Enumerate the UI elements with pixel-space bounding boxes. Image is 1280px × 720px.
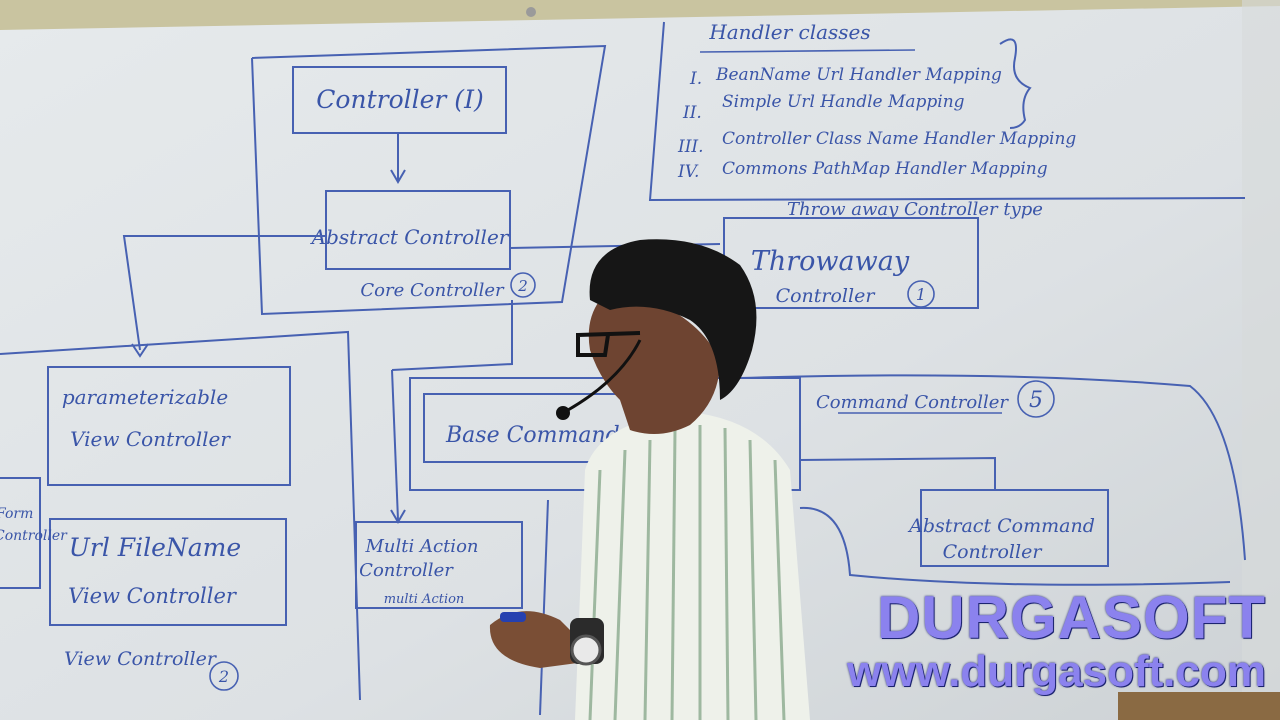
watermark-brand: DURGASOFT	[877, 584, 1266, 651]
board-screw	[526, 7, 536, 17]
abstract-controller-label: Abstract Controller	[310, 225, 510, 249]
abs-command-line-1: Abstract Command	[907, 515, 1095, 537]
arrow-to-multi	[391, 369, 399, 521]
form-controller-line-1: Form	[0, 506, 33, 522]
link-to-abs-command	[799, 456, 996, 490]
handler-num-4: IV.	[677, 162, 699, 182]
form-controller-line-2: Controller	[0, 528, 68, 544]
watermark: DURGASOFT www.durgasoft.com	[847, 588, 1266, 694]
param-view-line-1: parameterizable	[62, 385, 228, 409]
multi-action-line-2: Controller	[359, 560, 454, 581]
link-to-view-group	[122, 235, 326, 351]
abs-command-box	[920, 489, 1109, 567]
handler-item-1: BeanName Url Handler Mapping	[715, 65, 1002, 85]
command-group-outline	[739, 374, 1246, 561]
param-view-box	[47, 366, 291, 486]
handler-num-1: I.	[689, 69, 702, 89]
handler-title-underline	[699, 49, 916, 53]
presenter-hair	[589, 239, 757, 400]
shirt-stripes	[588, 425, 786, 720]
command-badge-circle	[1017, 380, 1055, 418]
board-frame	[0, 0, 1280, 30]
handler-brace	[999, 38, 1032, 129]
core-badge-number: 2	[517, 277, 528, 295]
marker-pen	[500, 612, 526, 622]
desk-corner	[1118, 692, 1280, 720]
command-controller-label: Command Controller	[816, 392, 1009, 413]
throwaway-type-label: Throw away Controller type	[787, 199, 1043, 220]
core-controller-label: Core Controller	[360, 280, 505, 301]
handler-num-2: II.	[682, 103, 702, 123]
throwaway-badge-number: 1	[916, 285, 926, 304]
lower-right-curve	[799, 506, 1231, 586]
board-right-edge	[1242, 0, 1280, 720]
view-badge-number: 2	[218, 667, 229, 686]
abstract-controller-box	[325, 190, 511, 270]
arrow-head	[390, 169, 406, 184]
watermark-url: www.durgasoft.com	[847, 647, 1266, 696]
view-badge-circle	[209, 661, 239, 691]
multi-action-line-1: Multi Action	[365, 536, 479, 557]
abs-command-line-2: Controller	[943, 541, 1044, 563]
urlfile-view-box	[49, 518, 287, 626]
headset-boom	[567, 339, 642, 412]
command-badge-number: 5	[1029, 388, 1043, 413]
throwaway-line-2: Controller	[776, 285, 877, 307]
multi-action-box	[355, 521, 523, 609]
form-controller-box	[0, 477, 41, 589]
arrow-head-view	[131, 343, 149, 358]
urlfile-view-line-2: View Controller	[68, 584, 238, 608]
headset-mic	[556, 406, 570, 420]
handler-num-3: III.	[677, 137, 704, 157]
handler-list: I. BeanName Url Handler Mapping II. Simp…	[677, 65, 1076, 182]
throwaway-line-1: Throwaway	[751, 246, 910, 277]
handler-section-border	[648, 21, 1246, 202]
handler-item-4: Commons PathMap Handler Mapping	[722, 159, 1048, 179]
core-group-outline	[251, 44, 607, 316]
controller-interface-label: Controller (I)	[316, 85, 483, 114]
handler-item-3: Controller Class Name Handler Mapping	[722, 129, 1076, 149]
handler-title: Handler classes	[708, 20, 870, 44]
view-controller-label: View Controller	[64, 648, 218, 670]
handler-item-2: Simple Url Handle Mapping	[722, 92, 965, 112]
param-view-line-2: View Controller	[70, 427, 231, 451]
link-core-to-base	[391, 300, 513, 371]
presenter	[489, 239, 810, 720]
urlfile-view-line-1: Url FileName	[69, 533, 241, 562]
watch-face	[570, 634, 602, 666]
presenter-glasses	[576, 331, 641, 357]
core-badge-circle	[510, 272, 536, 298]
throwaway-badge-circle	[907, 280, 935, 308]
multi-action-line-3: multi Action	[384, 592, 465, 607]
presenter-shirt	[575, 412, 810, 720]
controller-interface-box	[292, 66, 507, 134]
lower-middle-line	[539, 499, 549, 716]
